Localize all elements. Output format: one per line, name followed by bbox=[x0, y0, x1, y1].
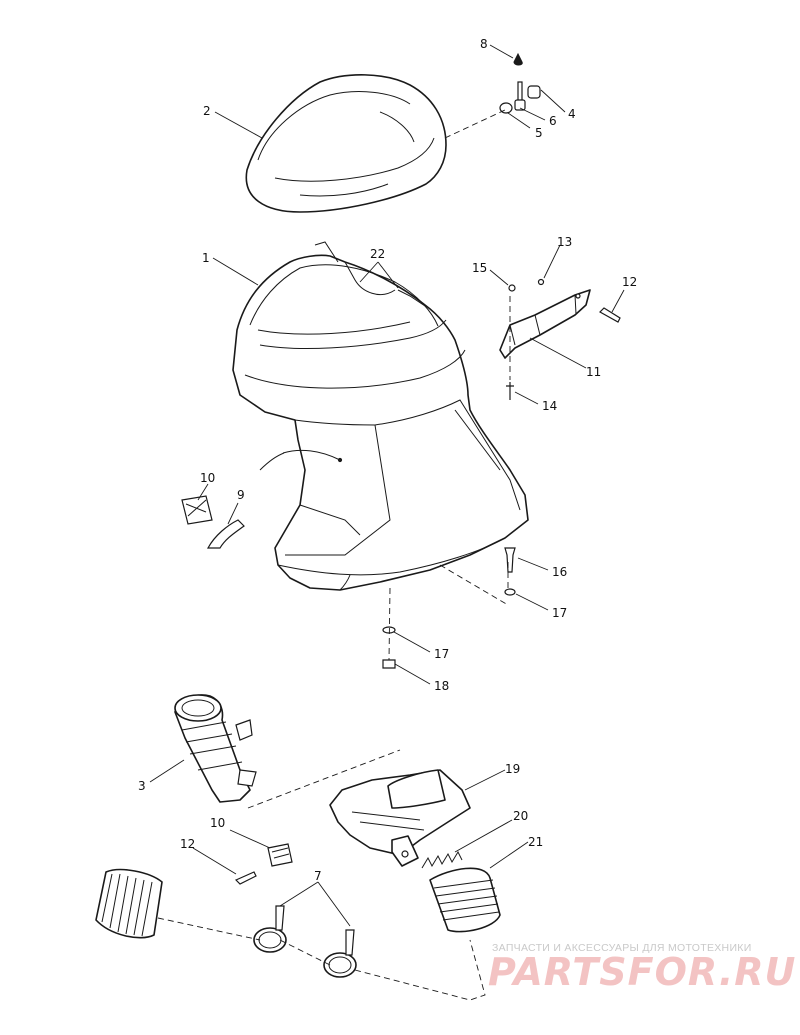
callout-1: 1 bbox=[202, 251, 210, 265]
callout-12-bottom: 12 bbox=[180, 837, 195, 851]
part-spring bbox=[421, 850, 463, 869]
part-long-bellows bbox=[95, 868, 163, 939]
watermark-logo: PARTSFOR.RU bbox=[488, 950, 797, 994]
callout-17-right: 17 bbox=[552, 606, 567, 620]
assembly-lines bbox=[157, 109, 511, 1001]
callout-14: 14 bbox=[542, 399, 557, 413]
leader-lines bbox=[149, 44, 625, 927]
callout-8: 8 bbox=[480, 37, 488, 51]
part-main-housing bbox=[232, 241, 529, 591]
callout-2: 2 bbox=[203, 104, 211, 118]
callout-10-top: 10 bbox=[200, 471, 215, 485]
callout-7: 7 bbox=[314, 869, 322, 883]
watermark-tagline: ЗАПЧАСТИ И АКСЕССУАРЫ ДЛЯ МОТОТЕХНИКИ bbox=[492, 942, 752, 954]
callout-3: 3 bbox=[138, 779, 146, 793]
callout-9: 9 bbox=[237, 488, 245, 502]
hardware-set bbox=[181, 52, 621, 885]
callout-4: 4 bbox=[568, 107, 576, 121]
callout-21: 21 bbox=[528, 835, 543, 849]
callout-19: 19 bbox=[505, 762, 520, 776]
callouts: 8 2 4 6 5 1 22 13 15 12 11 14 10 9 16 17… bbox=[138, 37, 637, 883]
callout-12-top: 12 bbox=[622, 275, 637, 289]
part-top-cover bbox=[245, 74, 447, 213]
part-clamps bbox=[253, 905, 357, 978]
callout-13: 13 bbox=[557, 235, 572, 249]
part-bracket bbox=[499, 289, 591, 359]
callout-11: 11 bbox=[586, 365, 601, 379]
callout-10-bottom: 10 bbox=[210, 816, 225, 830]
callout-16: 16 bbox=[552, 565, 567, 579]
part-plate bbox=[329, 769, 471, 867]
callout-17-center: 17 bbox=[434, 647, 449, 661]
callout-6: 6 bbox=[549, 114, 557, 128]
callout-22: 22 bbox=[370, 247, 385, 261]
part-intake-adapter bbox=[174, 694, 257, 803]
callout-18: 18 bbox=[434, 679, 449, 693]
part-short-bellows bbox=[429, 867, 501, 933]
callout-5: 5 bbox=[535, 126, 543, 140]
callout-15: 15 bbox=[472, 261, 487, 275]
callout-20: 20 bbox=[513, 809, 528, 823]
